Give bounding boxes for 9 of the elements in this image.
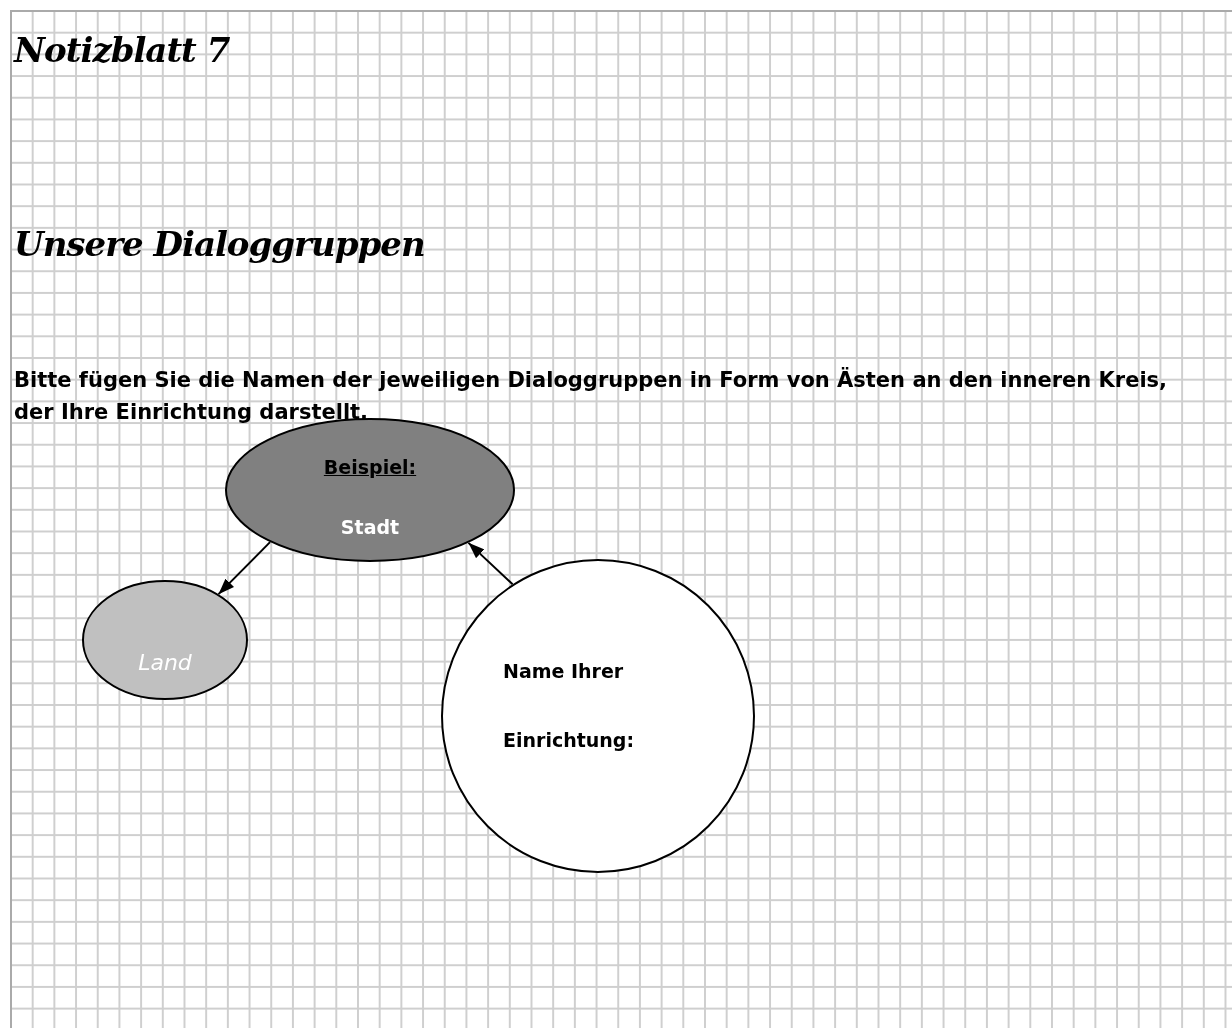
node-label: Name Ihrer Einrichtung: [503, 659, 636, 753]
instruction-text: Bitte fügen Sie die Namen der jeweiligen Dialoggruppen in Form von Ästen an den inneren Kreis, der Ihre Einrichtung darstellt. [14, 366, 1169, 426]
node-label: Stadt [339, 516, 401, 538]
node-label: Land [137, 650, 193, 675]
arrow [217, 541, 272, 596]
section-heading: Unsere Dialoggruppen [14, 224, 425, 264]
example-label: Beispiel: [322, 456, 418, 478]
page-title: Notizblatt 7 [14, 30, 230, 70]
arrow [467, 541, 514, 586]
